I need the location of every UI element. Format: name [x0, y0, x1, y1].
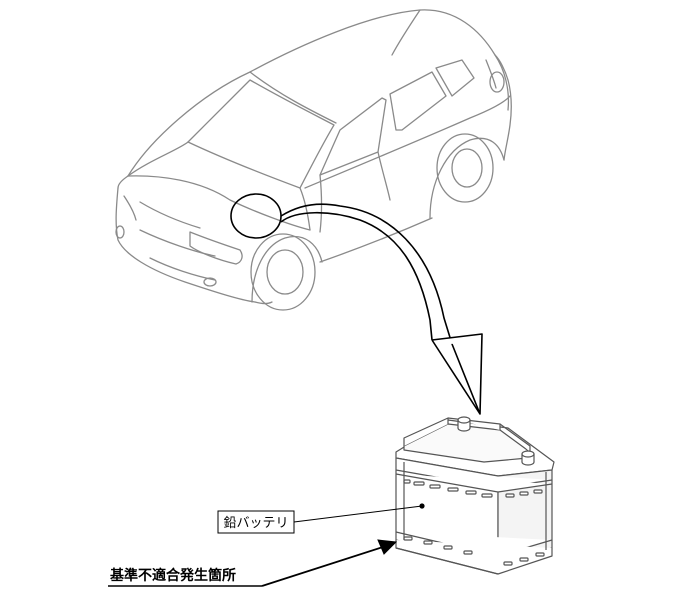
defect-location-label: 基準不適合発生箇所: [110, 567, 236, 584]
suv-outline-icon: [115, 9, 512, 311]
battery-location-circle: [230, 193, 282, 239]
battery-label: 鉛バッテリ: [223, 516, 288, 531]
curved-down-arrow-icon: [280, 203, 483, 415]
battery-callout: 鉛バッテリ: [217, 505, 423, 534]
defect-location-arrow-shaft: [261, 545, 387, 587]
defect-location-arrowhead: [377, 539, 398, 555]
battery-leader-line: [293, 505, 423, 523]
defect-location-callout: 基準不適合発生箇所: [108, 539, 398, 587]
lead-acid-battery-icon: [395, 416, 555, 575]
